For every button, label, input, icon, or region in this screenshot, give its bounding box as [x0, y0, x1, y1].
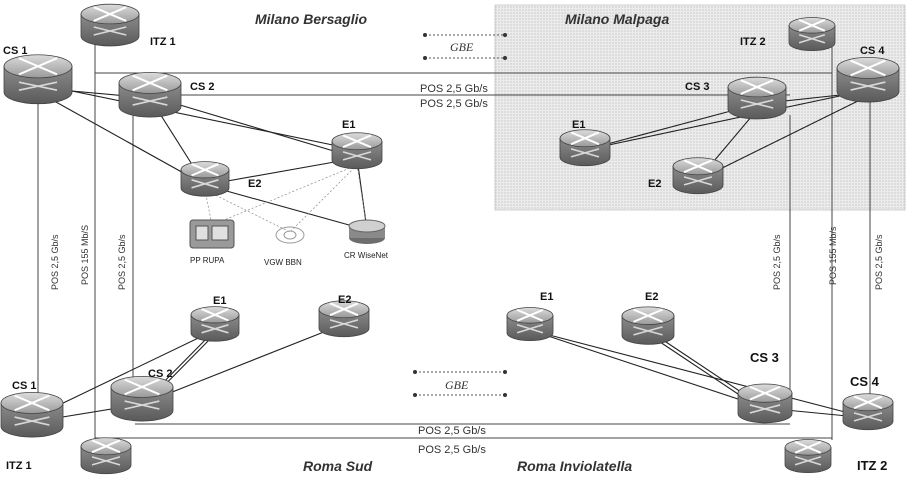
label-e2-inviolatella: E2	[645, 291, 658, 303]
router-e2-malpaga-icon	[672, 157, 724, 195]
label-pos-left-outer: POS 2,5 Gb/s	[50, 234, 60, 290]
router-e1-malpaga-icon	[559, 129, 611, 167]
router-e2-inviolatella-icon	[621, 306, 675, 345]
router-cs1-top-icon	[3, 54, 73, 105]
router-cs3-bottom-icon	[737, 383, 793, 424]
label-pos-right-inner: POS 2,5 Gb/s	[772, 234, 782, 290]
router-e2-romasud-icon	[318, 300, 370, 338]
label-e1-romasud: E1	[213, 295, 226, 307]
router-cs2-bottom-icon	[110, 376, 174, 422]
label-pos-right-155: POS 155 Mb/s	[828, 226, 838, 285]
label-cr-wisenet: CR WiseNet	[344, 251, 389, 260]
label-gbe-top: GBE	[450, 40, 474, 54]
label-vgw-bbn: VGW BBN	[264, 258, 302, 267]
label-e1-inviolatella: E1	[540, 291, 553, 303]
label-cs4-top: CS 4	[860, 45, 885, 57]
site-roma-sud: Roma Sud	[303, 458, 373, 474]
label-cs3-top: CS 3	[685, 81, 709, 93]
label-gbe-bottom: GBE	[445, 378, 469, 392]
label-pos-top-2: POS 2,5 Gb/s	[420, 98, 488, 110]
site-milano-bersaglio: Milano Bersaglio	[255, 11, 367, 27]
backbone-lines	[37, 35, 871, 470]
label-e2-top: E2	[248, 178, 261, 190]
router-e2-top-icon	[180, 161, 230, 197]
label-pos-left-inner: POS 2,5 Gb/s	[117, 234, 127, 290]
label-pos-top-1: POS 2,5 Gb/s	[420, 83, 488, 95]
pp-rupa-device	[189, 219, 235, 249]
label-itz1-top: ITZ 1	[150, 36, 176, 48]
router-itz2-bottom-icon	[784, 439, 832, 474]
router-cs4-bottom-icon	[842, 393, 894, 431]
gbe-top	[423, 33, 507, 60]
router-e1-top-icon	[331, 132, 383, 170]
label-cs3-bottom: CS 3	[750, 350, 779, 365]
label-itz2-top: ITZ 2	[740, 36, 766, 48]
site-roma-inviolatella: Roma Inviolatella	[517, 458, 632, 474]
gbe-bottom	[413, 370, 507, 397]
label-pos-bottom-2: POS 2,5 Gb/s	[418, 444, 486, 456]
cr-wisenet-device	[348, 219, 386, 244]
label-e2-romasud: E2	[338, 294, 351, 306]
vgw-bbn-device	[275, 226, 305, 244]
label-cs1-bottom: CS 1	[12, 380, 36, 392]
router-itz2-top-icon	[788, 17, 836, 52]
label-e1-top: E1	[342, 119, 355, 131]
router-cs3-top-icon	[727, 76, 787, 120]
site-milano-malpaga: Milano Malpaga	[565, 11, 669, 27]
label-e2-malpaga: E2	[648, 178, 661, 190]
label-e1-malpaga: E1	[572, 119, 585, 131]
router-itz1-bottom-icon	[80, 437, 132, 475]
label-itz2-bottom: ITZ 2	[857, 458, 887, 473]
label-pos-left-155: POS 155 Mb/S	[80, 225, 90, 285]
router-e1-inviolatella-icon	[506, 307, 554, 342]
router-cs2-top-icon	[118, 72, 182, 118]
label-cs4-bottom: CS 4	[850, 374, 880, 389]
router-e1-romasud-icon	[190, 306, 240, 342]
label-cs2-bottom: CS 2	[148, 368, 172, 380]
label-cs1-top: CS 1	[3, 45, 27, 57]
label-pos-right-outer: POS 2,5 Gb/s	[874, 234, 884, 290]
router-cs1-bottom-icon	[0, 392, 64, 438]
label-pos-bottom-1: POS 2,5 Gb/s	[418, 425, 486, 437]
label-cs2-top: CS 2	[190, 81, 214, 93]
router-itz1-top-icon	[80, 3, 140, 47]
router-cs4-top-icon	[836, 57, 900, 103]
routers	[0, 3, 900, 475]
label-pp-rupa: PP RUPA	[190, 256, 225, 265]
label-itz1-bottom: ITZ 1	[6, 460, 32, 472]
